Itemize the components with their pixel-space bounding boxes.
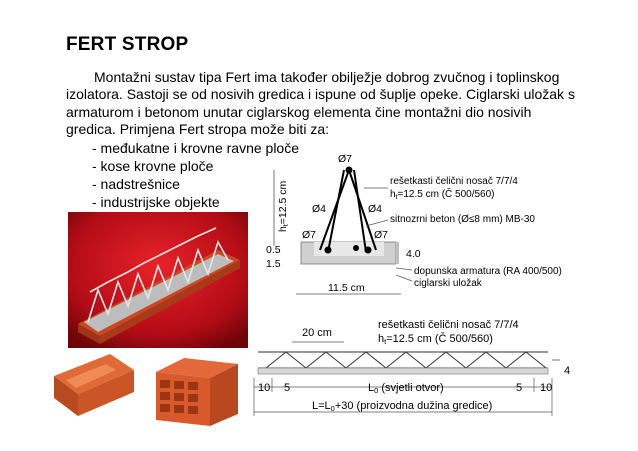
truss-label-1: rešetkasti čelični nosač 7/7/4 xyxy=(378,319,519,331)
beam-photo xyxy=(68,212,248,348)
label-top-bar: Ø7 xyxy=(338,153,352,165)
callout-rebar: dopunska armatura (RA 400/500) xyxy=(414,266,562,277)
width-label: 11.5 cm xyxy=(328,282,365,294)
callout-truss-1: rešetkasti čelični nosač 7/7/4 xyxy=(390,176,518,187)
list-item: - međukatne i krovne ravne ploče xyxy=(92,140,299,156)
total-length-label: L=L0+30 (proizvodna dužina gredice) xyxy=(312,400,492,413)
dim-15: 1.5 xyxy=(266,258,281,270)
dim-05: 0.5 xyxy=(266,244,281,256)
usage-list: - međukatne i krovne ravne ploče - kose … xyxy=(92,139,299,211)
list-item: - kose krovne ploče xyxy=(92,158,214,174)
brick-liner-photo xyxy=(46,350,142,426)
intro-paragraph: Montažni sustav tipa Fert ima također ob… xyxy=(66,69,586,138)
paragraph-line-4: gredica. Primjena Fert stropa može biti … xyxy=(66,120,329,137)
bottom-bar-right xyxy=(364,246,372,254)
dim-5-right: 5 xyxy=(516,382,522,394)
dim-5-left: 5 xyxy=(284,382,290,394)
dim-4: 4 xyxy=(564,365,570,377)
bottom-bar-left xyxy=(324,246,332,254)
beam-truss xyxy=(87,227,229,323)
paragraph-line-2: izolatora. Sastoji se od nosivih gredica… xyxy=(66,86,575,103)
paragraph-line-1: Montažni sustav tipa Fert ima također ob… xyxy=(94,69,560,85)
dim-10-right: 10 xyxy=(540,382,552,394)
section-diagram: ht=12.5 cm Ø7 Ø4 Ø4 Ø7 Ø7 0.5 1.5 4.0 11… xyxy=(266,153,562,295)
label-diag-left: Ø4 xyxy=(312,203,326,215)
beam-base xyxy=(78,250,240,344)
span-label: L0 (svjetli otvor) xyxy=(368,382,444,395)
height-label: ht=12.5 cm xyxy=(277,180,290,232)
hollow-brick-photo xyxy=(150,354,242,428)
callout-brick: ciglarski uložak xyxy=(414,278,483,289)
section-truss xyxy=(319,169,377,253)
label-bot-right: Ø7 xyxy=(374,229,388,241)
extra-bar xyxy=(353,245,359,251)
truss-label-2: ht=12.5 cm (Č 500/560) xyxy=(378,332,493,346)
page-title: FERT STROP xyxy=(66,34,189,55)
paragraph-line-3: armaturom i betonom unutar ciglarskog el… xyxy=(66,103,532,120)
list-item: - nadstrešnice xyxy=(92,176,180,192)
callout-concrete: sitnozrni beton (Ø≤8 mm) MB-30 xyxy=(390,214,535,225)
top-bar xyxy=(345,166,353,174)
spacing-label: 20 cm xyxy=(302,327,332,339)
dim-10-left: 10 xyxy=(258,382,270,394)
list-item: - industrijske objekte xyxy=(92,194,220,210)
dim-40: 4.0 xyxy=(406,248,421,260)
elevation-diagram: 20 cm rešetkasti čelični nosač 7/7/4 ht=… xyxy=(253,319,570,416)
callout-truss-2: ht=12.5 cm (Č 500/560) xyxy=(390,187,495,201)
label-diag-right: Ø4 xyxy=(368,203,382,215)
label-bot-left: Ø7 xyxy=(302,229,316,241)
